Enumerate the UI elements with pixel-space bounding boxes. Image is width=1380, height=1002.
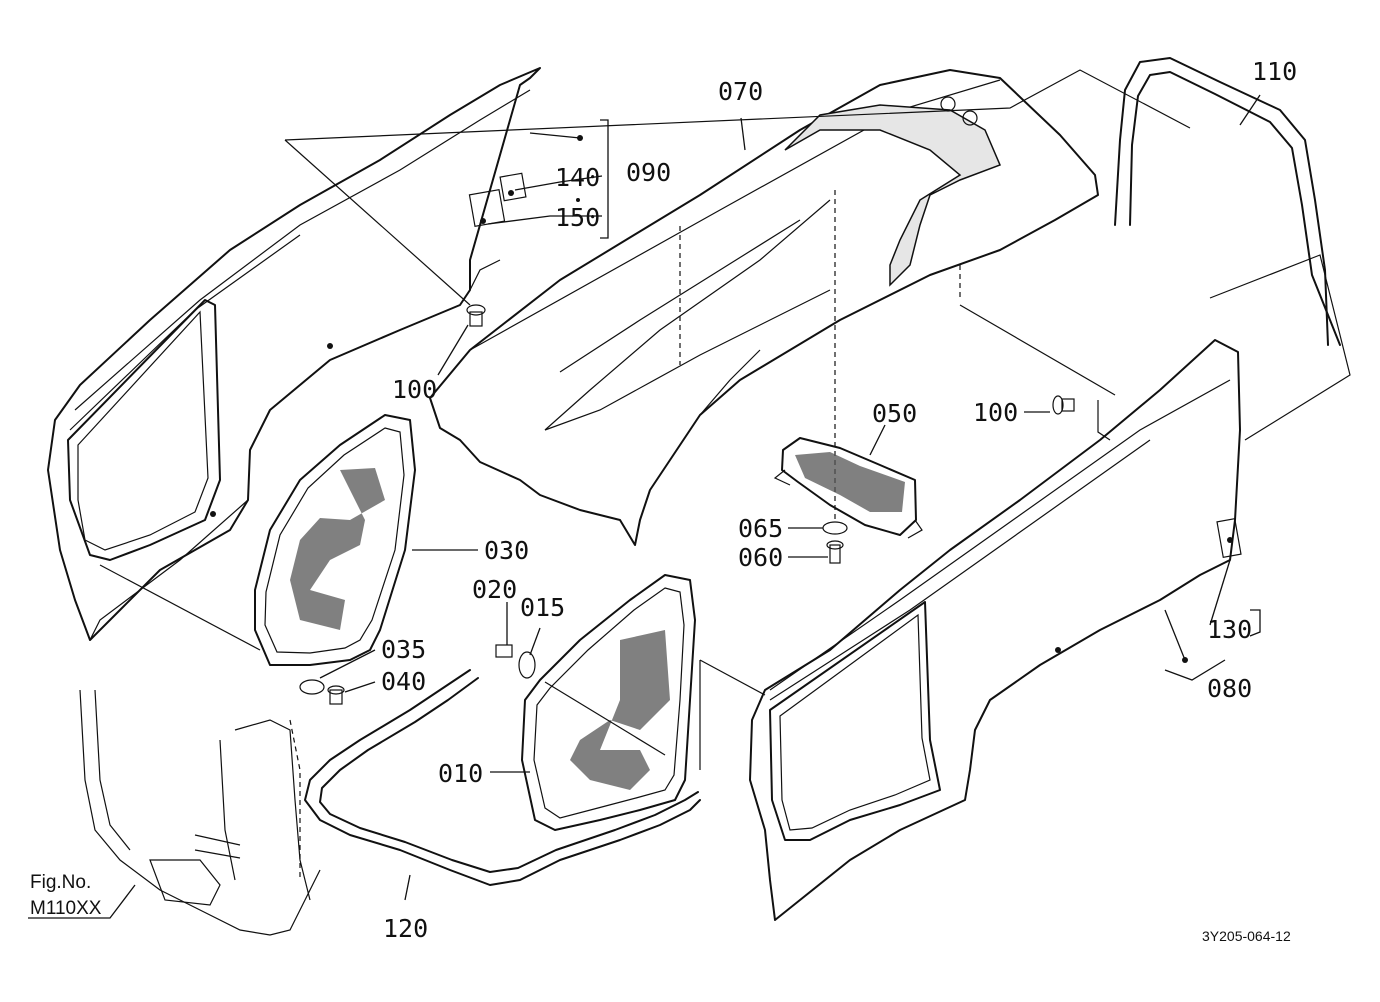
- leader-lines: [28, 94, 1261, 919]
- right-side-window: [521, 574, 696, 831]
- callout-020: 020: [472, 575, 517, 604]
- left-side-window: [254, 414, 416, 666]
- callout-040: 040: [381, 667, 426, 696]
- figure-ref-line2: M110XX: [30, 898, 102, 919]
- callout-130: 130: [1207, 615, 1252, 644]
- callout-015: 015: [520, 593, 565, 622]
- roof-panel: [429, 69, 1099, 546]
- callout-065: 065: [738, 514, 783, 543]
- callout-080: 080: [1207, 674, 1252, 703]
- weather-strip: [304, 669, 701, 886]
- callout-090: 090: [626, 158, 671, 187]
- callout-050: 050: [872, 399, 917, 428]
- callout-120: 120: [383, 914, 428, 943]
- callout-labels: 070 110 140 090 150 100 050 100 065 060 …: [30, 57, 1297, 944]
- figure-ref-line1: Fig.No.: [30, 872, 91, 893]
- cab-frame-reference: [79, 689, 321, 936]
- callout-035: 035: [381, 635, 426, 664]
- callout-010: 010: [438, 759, 483, 788]
- callout-060: 060: [738, 543, 783, 572]
- roof-edge-seal: [1114, 57, 1341, 346]
- callout-100-left: 100: [392, 375, 437, 404]
- callout-100-right: 100: [973, 398, 1018, 427]
- callout-030: 030: [484, 536, 529, 565]
- callout-140: 140: [555, 163, 600, 192]
- callout-070: 070: [718, 77, 763, 106]
- drawing-code: 3Y205-064-12: [1202, 928, 1291, 944]
- callout-110: 110: [1252, 57, 1297, 86]
- alignment-lines: [99, 69, 1351, 770]
- roof-bracket: [773, 437, 923, 539]
- callout-150: 150: [555, 203, 600, 232]
- left-side-panel: [47, 67, 541, 641]
- right-side-panel: [749, 339, 1242, 921]
